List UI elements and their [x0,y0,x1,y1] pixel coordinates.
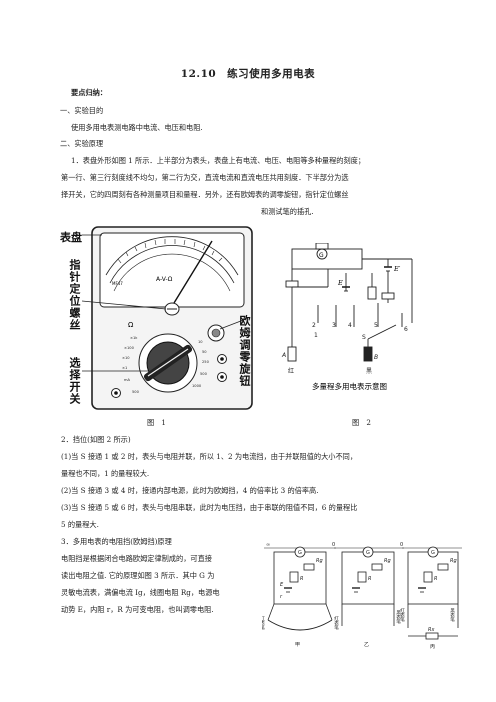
fig3-red-pen-3: 红表笔 [400,607,405,622]
fig3-rg-2: Rg [384,558,391,564]
label-pointer-screw: 指针定位螺丝 [68,259,81,331]
fig2-n5: 5 [374,322,378,329]
fig2-inner-caption: 多量程多用电表示意图 [312,381,387,391]
fig2-red: 红 [288,367,294,375]
svg-text:500: 500 [132,390,140,394]
section1-heading: 一、实验目的 [60,106,104,115]
fig3-label-jia: 甲 [295,642,300,648]
section2-p1-line1: 1．表盘外形如图 1 所示．上半部分为表头，表盘上有电流、电压、电阻等多种量程的… [71,156,366,165]
svg-text:1000: 1000 [192,384,202,388]
fig3-e-1: E [280,582,284,588]
fig3-inf-1: ∞ [266,542,270,548]
fig2-b: B [374,354,378,361]
fig3-red-pen-1: 红表笔 [262,615,265,630]
section2-p2-line2: 量程也不同，1 的量程较大. [61,469,150,478]
fig3-rx: Rx [428,627,434,633]
fig3-zero-1: 0 [332,542,335,548]
section2-heading: 二、实验原理 [60,139,104,148]
meter-scale-text: A-V-Ω [156,276,173,283]
fig3-zero-2: 0 [400,542,403,548]
svg-text:mA: mA [124,378,131,382]
fig2-n2: 2 [312,322,316,329]
fig2-n3: 3 [332,322,336,329]
fig2-e-prime: E′ [393,265,401,273]
fig3-r-1: R [300,576,303,582]
section2-p1-line3: 择开关，它的四周刻有各种测量项目和量程．另外，还有欧姆表的调零旋钮，指针定位螺丝 [61,190,349,199]
section3-heading: 3．多用电表的电阻挡(欧姆挡)原理 [61,537,172,546]
section3-line4: 动势 E，内阻 r，R 为可变电阻，也叫调零电阻. [61,605,214,614]
section3-line3: 灵敏电流表，满偏电流 Ig，线圈电阻 Rg，电源电 [61,588,220,597]
label-ohm-zero-knob: 欧姆调零旋钮 [238,315,251,387]
section1-text: 使用多用电表测电路中电流、电压和电阻. [71,123,203,132]
figure-2-caption: 图 2 [352,418,371,427]
fig3-black-pen-3: 黑表笔 [450,608,455,622]
summary-heading: 要点归纳： [71,88,107,97]
figure-2-circuit: G E E′ 2 1 3 4 5 6 S A B 红 黑 多量程多用电表示意图 [278,242,438,403]
fig2-n1: 1 [314,332,318,339]
section2-p2-heading: 2．挡位(如图 2 所示) [61,435,131,444]
fig3-g-3: G [431,550,435,556]
section3-line2: 读出电阻之值. 它的原理如图 3 所示．其中 G 为 [61,571,215,580]
fig3-label-bing: 丙 [430,644,435,650]
label-dial: 表盘 [60,231,82,244]
fig2-e: E [337,279,343,287]
section2-p1-line2: 第一行、第三行刻度线不均匀，第二行为交，直流电流和直流电压共用刻度．下半部分为选 [61,173,349,182]
fig2-s: S [362,334,366,341]
fig3-g-2: G [366,550,370,556]
fig3-g-1: G [298,550,302,556]
figure-1-caption: 图 1 [147,418,166,427]
label-selector-switch: 选择开关 [68,357,81,405]
meter-model-text: MF47 [112,281,123,286]
svg-text:250: 250 [202,360,210,364]
fig2-black: 黑 [366,368,372,375]
svg-text:50: 50 [202,350,207,354]
fig2-n4: 4 [348,322,352,329]
svg-text:×100: ×100 [124,346,135,350]
fig3-label-yi: 乙 [364,641,369,648]
svg-text:500: 500 [200,372,208,376]
page-title: 12.10 练习使用多用电表 [180,68,316,80]
fig3-r-3: R [434,576,437,582]
fig3-rg-3: Rg [450,558,457,564]
svg-text:10: 10 [198,340,203,344]
fig3-rsmall-1: r [280,594,283,600]
fig3-black-pen-2: 黑表笔 [396,610,401,624]
fig2-n6: 6 [404,326,408,333]
section2-p2-line1: (1)当 S 接通 1 或 2 时，表头与电阻并联，所以 1、2 为电流挡，由于… [61,452,358,461]
fig3-r-2: R [368,576,371,582]
section2-p2-line3: (2)当 S 接通 3 或 4 时，接通内部电源，此时为欧姆挡，4 的倍率比 3… [61,486,319,495]
svg-text:×1: ×1 [122,366,127,370]
fig3-rg-1: Rg [316,558,323,564]
svg-text:×1k: ×1k [130,336,138,340]
section2-p2-line4: (3)当 S 接通 5 或 6 时，表头与电阻串联，此时为电压挡，由于串联的阻值… [61,503,358,512]
section3-line1: 电阻挡是根据闭合电路欧姆定律制成的，可直接 [61,554,212,563]
fig2-a: A [281,352,286,359]
fig2-g: G [319,252,324,259]
svg-text:×10: ×10 [122,356,130,360]
fig3-red-pen-2: 红表笔 [334,615,339,630]
figure-3-ohmmeter-circuits: G G G ∞ 0 0 Rg Rg Rg R E r R R Rx 甲 乙 丙 … [260,536,462,650]
section2-p2-line5: 5 的量程大. [61,520,99,529]
section2-p1-line4: 和测试笔的插孔. [261,207,314,216]
ohm-symbol: Ω [128,321,134,329]
